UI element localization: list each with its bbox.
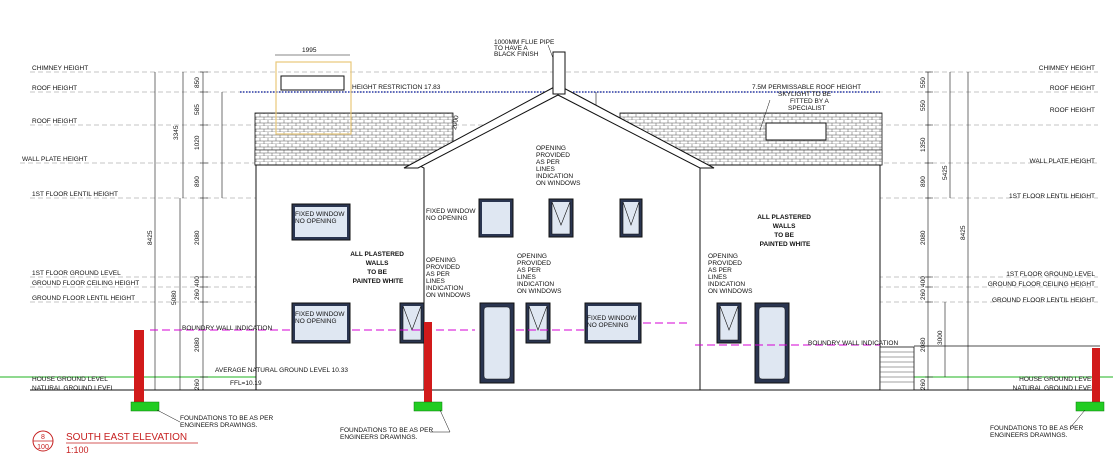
chain-dim: 550: [920, 77, 927, 88]
dimension-8425-left: 8425: [147, 230, 154, 245]
boundary-gate: [879, 346, 915, 391]
chain-dim: 2080: [920, 230, 927, 245]
plaster-note-right: ALL PLASTERED WALLS TO BE PAINTED WHITE: [757, 214, 813, 248]
average-ground-note: AVERAGE NATURAL GROUND LEVEL 10.33: [215, 367, 348, 374]
building: [254, 51, 915, 391]
level-label-right: ROOF HEIGHT: [1050, 85, 1095, 92]
dimension-3000: 3000: [937, 330, 944, 345]
foundation-post: [424, 322, 432, 402]
level-label-right: GROUND FLOOR LENTIL HEIGHT: [992, 297, 1095, 304]
level-label-right: WALL PLATE HEIGHT: [1030, 158, 1096, 165]
drawing-sheet: 100: [37, 444, 49, 451]
footing: [1075, 401, 1105, 412]
title-block: 8 100 SOUTH EAST ELEVATION 1:100: [32, 430, 198, 455]
level-label-left: 1ST FLOOR LENTIL HEIGHT: [32, 191, 118, 198]
fixed-window-note-1: FIXED WINDOW NO OPENING: [295, 211, 346, 225]
foundations-note-3: FOUNDATIONS TO BE AS PER ENGINEERS DRAWI…: [990, 425, 1085, 439]
dimension-8425-right: 8425: [960, 225, 967, 240]
drawing-title: SOUTH EAST ELEVATION: [66, 432, 187, 443]
level-label-right: GROUND FLOOR CEILING HEIGHT: [988, 281, 1095, 288]
chain-dim: 1350: [920, 137, 927, 152]
dimension-chain-right: 550 550 1350 890 2080 400 260 2080 260: [920, 77, 927, 390]
level-label-right: CHIMNEY HEIGHT: [1039, 65, 1095, 72]
skylight-left: [280, 75, 345, 91]
fixed-window-note-4: FIXED WINDOW NO OPENING: [587, 315, 638, 329]
skylight-right: [765, 122, 827, 141]
chain-dim: 400: [920, 276, 927, 287]
opening-note-left: OPENING PROVIDED AS PER LINES INDICATION…: [426, 257, 471, 299]
level-label-left: CHIMNEY HEIGHT: [32, 65, 88, 72]
level-label-left: ROOF HEIGHT: [32, 85, 77, 92]
foundation-posts: [130, 322, 1105, 412]
footing: [413, 401, 443, 412]
foundation-post: [1092, 348, 1100, 402]
level-label-right: 1ST FLOOR LENTIL HEIGHT: [1009, 193, 1095, 200]
level-label-left: GROUND FLOOR LENTIL HEIGHT: [32, 295, 135, 302]
chain-dim: 890: [194, 176, 201, 187]
foundations-note-1: FOUNDATIONS TO BE AS PER ENGINEERS DRAWI…: [180, 415, 275, 429]
chimney: [552, 51, 566, 95]
chain-dim: 1020: [194, 135, 201, 150]
dimension-5425: 5425: [942, 165, 949, 180]
plaster-note-left: ALL PLASTERED WALLS TO BE PAINTED WHITE: [350, 251, 406, 285]
chain-dim: 850: [194, 77, 201, 88]
level-label-right: ROOF HEIGHT: [1050, 107, 1095, 114]
dimension-1995: 1995: [302, 47, 317, 54]
permissable-height-note: 7.5M PERMISSABLE ROOF HEIGHT: [752, 84, 861, 91]
opening-note-center: OPENING PROVIDED AS PER LINES INDICATION…: [517, 253, 562, 295]
level-label-left: HOUSE GROUND LEVEL: [32, 376, 108, 383]
level-label-right: HOUSE GROUND LEVEL: [1019, 376, 1095, 383]
level-labels-right: CHIMNEY HEIGHT ROOF HEIGHT ROOF HEIGHT W…: [988, 65, 1096, 392]
foundation-post: [134, 330, 144, 402]
opening-note-top: OPENING PROVIDED AS PER LINES INDICATION…: [536, 145, 581, 187]
opening-note-right: OPENING PROVIDED AS PER LINES INDICATION…: [708, 253, 753, 295]
fixed-window-note-3: FIXED WINDOW NO OPENING: [295, 311, 346, 325]
skylight-note: SKYLIGHT TO BE FITTED BY A SPECIALIST: [778, 91, 833, 112]
chain-dim: 2080: [194, 230, 201, 245]
boundary-note-left: BOUNDRY WALL INDICATION: [182, 325, 272, 332]
fixed-window-note-2: FIXED WINDOW NO OPENING: [426, 208, 477, 222]
level-label-right: NATURAL GROUND LEVEL: [1013, 385, 1096, 392]
skylight-frame-left: [275, 61, 352, 135]
boundary-wall-lines: [150, 322, 880, 346]
foundations-note-2: FOUNDATIONS TO BE AS PER ENGINEERS DRAWI…: [340, 427, 435, 441]
level-label-left: WALL PLATE HEIGHT: [22, 156, 88, 163]
level-label-left: 1ST FLOOR GROUND LEVEL: [32, 270, 121, 277]
chain-dim: 890: [920, 176, 927, 187]
chain-dim: 260: [194, 379, 201, 390]
dimension-chain-left: 850 585 1020 890 2080 400 260 2080 260: [194, 77, 201, 390]
footing: [130, 401, 160, 412]
chain-dim: 260: [194, 289, 201, 300]
chain-dim: 260: [920, 379, 927, 390]
chain-dim: 260: [920, 289, 927, 300]
ffl-note: FFL=10.19: [230, 380, 262, 387]
level-label-left: ROOF HEIGHT: [32, 118, 77, 125]
dimension-5080: 5080: [171, 290, 178, 305]
level-label-left: NATURAL GROUND LEVEL: [32, 385, 115, 392]
chain-dim: 2080: [920, 337, 927, 352]
chain-dim: 550: [920, 100, 927, 111]
height-restriction-note: HEIGHT RESTRICTION 17.83: [352, 84, 441, 91]
level-label-left: GROUND FLOOR CEILING HEIGHT: [32, 280, 139, 287]
drawing-number: 8: [41, 434, 45, 441]
boundary-note-right: BOUNDRY WALL INDICATION: [808, 340, 898, 347]
leader-lines: [156, 44, 1086, 433]
chain-dim: 2080: [194, 337, 201, 352]
flue-note: 1000MM FLUE PIPE TO HAVE A BLACK FINISH: [494, 39, 556, 58]
chain-dim: 585: [194, 104, 201, 115]
level-labels-left: CHIMNEY HEIGHT ROOF HEIGHT ROOF HEIGHT W…: [22, 65, 139, 392]
chain-dim: 400: [194, 276, 201, 287]
drawing-scale: 1:100: [66, 445, 89, 455]
level-label-right: 1ST FLOOR GROUND LEVEL: [1006, 271, 1095, 278]
dimension-2000: 2000: [451, 115, 460, 131]
dimension-3345: 3345: [173, 125, 180, 140]
